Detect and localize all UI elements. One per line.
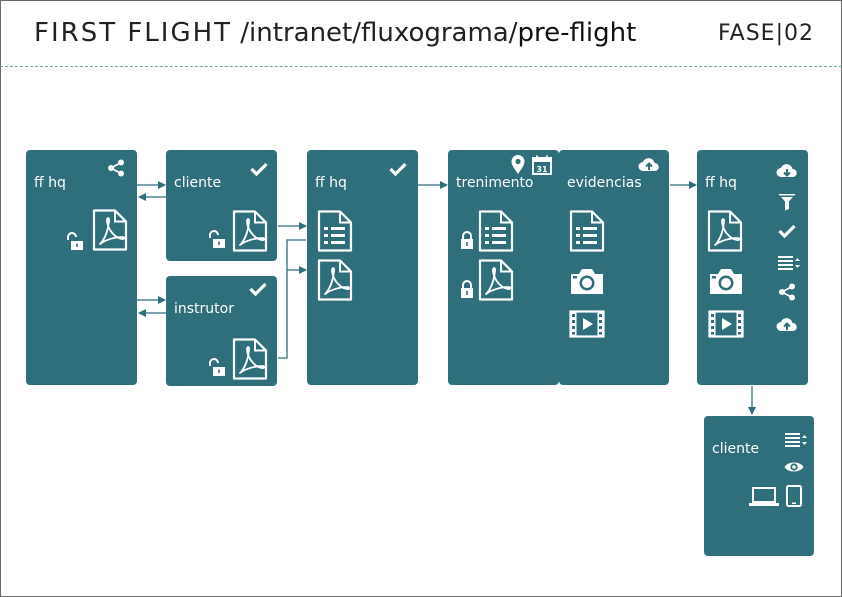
pdf-icon[interactable] [232,338,268,384]
camera-icon[interactable] [708,266,744,300]
node-instrutor[interactable]: instrutor [166,276,277,386]
list-document-icon[interactable] [569,210,605,256]
check-icon [250,161,268,180]
node-ffhq-final[interactable]: ff hq [697,150,808,385]
brand-name: FIRST FLIGHT [34,18,233,48]
phase-indicator: FASE|02 [718,21,814,46]
breadcrumb[interactable]: /intranet/fluxograma/ [232,18,518,48]
node-ffhq-origin[interactable]: ff hq [26,150,137,385]
cloud-download-icon[interactable] [776,163,798,183]
node-ffhq-review[interactable]: ff hq [307,150,418,385]
node-label: trenimento [456,175,534,191]
header-divider [0,66,842,67]
unlock-icon [65,232,83,254]
unlock-icon [207,230,225,252]
node-evidencias[interactable]: evidencias [559,150,669,385]
node-label: cliente [712,441,760,457]
laptop-icon[interactable] [749,487,779,511]
node-label: ff hq [315,175,347,191]
filter-icon[interactable] [778,193,796,215]
pdf-icon[interactable] [232,210,268,256]
lock-icon [460,280,474,302]
eye-icon[interactable] [784,459,804,478]
check-icon [249,281,267,300]
node-cliente[interactable]: cliente [166,150,277,261]
cloud-upload-icon[interactable] [638,157,660,177]
video-icon[interactable] [569,310,605,342]
pdf-icon[interactable] [317,259,353,305]
pdf-icon[interactable] [478,259,514,305]
header: FIRST FLIGHT /intranet/fluxograma/pre-fl… [0,0,842,66]
list-document-icon[interactable] [317,210,353,256]
lock-icon [460,231,474,253]
tablet-icon[interactable] [786,485,802,511]
cloud-upload-icon[interactable] [776,317,798,337]
pdf-icon[interactable] [707,210,743,256]
current-page: pre-flight [517,18,637,48]
node-treinamento[interactable]: trenimento 31 [448,150,559,385]
calendar-icon[interactable]: 31 [532,155,552,179]
node-label: evidencias [567,175,642,191]
sort-list-icon[interactable] [778,255,802,274]
node-label: ff hq [34,175,66,191]
map-pin-icon[interactable] [511,155,525,179]
node-label: ff hq [705,175,737,191]
camera-icon[interactable] [569,266,605,300]
calendar-day: 31 [536,165,548,174]
node-label: cliente [174,175,222,191]
sort-list-icon[interactable] [785,432,809,451]
video-icon[interactable] [708,310,744,342]
pdf-icon[interactable] [92,209,128,255]
check-icon[interactable] [778,223,796,242]
list-document-icon[interactable] [478,210,514,256]
share-icon[interactable] [107,159,125,181]
page-title: FIRST FLIGHT /intranet/fluxograma/pre-fl… [34,18,636,48]
share-icon[interactable] [778,283,796,305]
unlock-icon [207,358,225,380]
node-cliente-final[interactable]: cliente [704,416,814,556]
check-icon [389,161,407,180]
node-label: instrutor [174,301,234,317]
